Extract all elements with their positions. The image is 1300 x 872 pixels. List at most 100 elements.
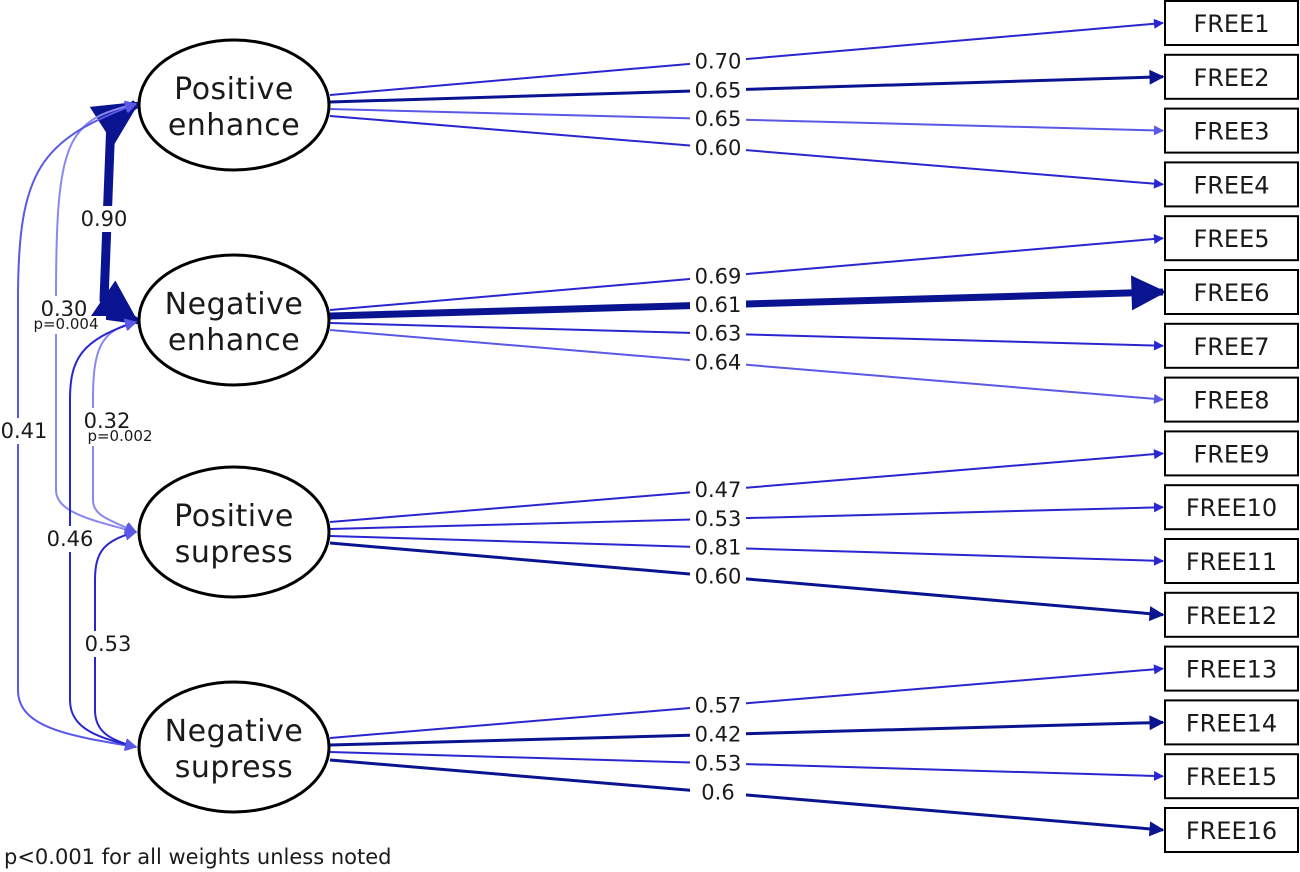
indicator-free2: FREE2 [1164, 53, 1299, 100]
indicator-free4: FREE4 [1164, 161, 1299, 208]
loading-ne-8: 0.64 [329, 329, 1164, 404]
loading-arrow [329, 751, 1164, 781]
loading-arrow [329, 108, 1164, 136]
loading-arrow [329, 715, 1165, 747]
covariance-p-bg [80, 428, 160, 446]
indicator-label: FREE15 [1186, 763, 1277, 791]
covariance-pe-ne: 0.90 [77, 100, 140, 326]
loading-label-bg [690, 750, 746, 775]
indicator-box [1164, 161, 1299, 208]
indicator-box [1164, 269, 1299, 315]
loading-label-bg [690, 721, 746, 746]
indicator-label: FREE7 [1193, 333, 1269, 361]
loading-label-bg [690, 263, 746, 288]
latent-factors: PositiveenhanceNegativeenhancePositivesu… [137, 38, 331, 814]
indicator-label: FREE10 [1186, 494, 1277, 522]
indicator-box [1164, 484, 1299, 531]
indicator-box [1164, 376, 1299, 423]
covariance-weight-label: 0.53 [85, 632, 132, 656]
loading-arrow [329, 329, 1164, 404]
loading-ns-15: 0.53 [329, 750, 1164, 781]
latent-factor-label: supress [175, 535, 294, 570]
indicator-box [1164, 215, 1299, 262]
indicator-free7: FREE7 [1164, 322, 1299, 369]
loading-weight-label: 0.57 [695, 694, 742, 718]
indicator-label: FREE2 [1193, 64, 1269, 92]
loading-ps-12: 0.60 [329, 541, 1165, 622]
latent-factor-label: enhance [168, 323, 300, 358]
loading-weight-label: 0.69 [695, 265, 742, 289]
loading-label-bg [690, 106, 746, 131]
loading-label-bg [690, 48, 746, 73]
covariance-pe-ns: 0.41 [0, 102, 138, 752]
loading-label-bg [690, 779, 746, 804]
loading-ns-16: 0.6 [329, 758, 1165, 837]
indicator-label: FREE9 [1193, 440, 1269, 468]
loading-arrow [329, 322, 1164, 351]
loading-label-bg [690, 320, 746, 345]
indicator-box [1164, 430, 1299, 477]
loading-weight-label: 0.63 [695, 322, 742, 346]
loading-weight-label: 0.6 [701, 781, 734, 805]
factor-loadings: 0.700.650.650.600.690.610.630.640.470.53… [329, 18, 1167, 837]
loading-arrow [329, 535, 1164, 566]
loading-arrow [329, 69, 1165, 104]
covariance-label-bg [0, 418, 51, 444]
loading-weight-label: 0.70 [695, 49, 742, 73]
indicator-box [1164, 538, 1299, 584]
indicator-box [1164, 0, 1299, 46]
loading-arrow [329, 758, 1165, 837]
loading-ns-14: 0.42 [329, 715, 1165, 747]
indicator-label: FREE5 [1193, 225, 1269, 253]
latent-ellipse [137, 465, 331, 599]
covariance-path-pe-ns [17, 102, 138, 752]
latent-factor-label: Positive [174, 72, 294, 107]
latent-factor-label: enhance [168, 108, 300, 143]
indicator-label: FREE6 [1193, 279, 1269, 307]
indicator-box [1164, 107, 1299, 154]
loading-ps-10: 0.53 [329, 502, 1164, 531]
indicator-label: FREE3 [1193, 118, 1269, 146]
indicator-label: FREE8 [1193, 387, 1269, 415]
indicator-free10: FREE10 [1164, 484, 1299, 531]
covariance-ps-ns: 0.53 [81, 528, 138, 750]
indicator-free13: FREE13 [1164, 645, 1299, 692]
loading-ne-7: 0.63 [329, 320, 1164, 351]
loading-pe-1: 0.70 [329, 18, 1164, 96]
covariance-label-bg [77, 206, 131, 232]
loading-ne-5: 0.69 [329, 233, 1164, 311]
covariance-label-bg [81, 631, 135, 657]
covariance-ne-ps: 0.32p=0.002 [80, 318, 160, 533]
indicator-free8: FREE8 [1164, 376, 1299, 423]
latent-factor-label: supress [175, 750, 294, 785]
indicator-free9: FREE9 [1164, 430, 1299, 477]
latent-ellipse [137, 38, 331, 172]
indicator-label: FREE16 [1186, 817, 1277, 845]
latent-factor-label: Negative [165, 714, 304, 749]
loading-weight-label: 0.53 [695, 751, 742, 775]
loading-pe-4: 0.60 [329, 115, 1164, 189]
loading-arrow [329, 233, 1164, 311]
loading-label-bg [690, 134, 746, 159]
loading-label-bg [690, 534, 746, 559]
loading-arrow [329, 541, 1165, 622]
loading-arrow [329, 115, 1164, 189]
loading-label-bg [690, 477, 746, 502]
indicator-label: FREE13 [1186, 656, 1277, 684]
loading-label-bg [690, 77, 746, 102]
covariance-ne-ns: 0.46 [43, 319, 138, 751]
indicator-label: FREE12 [1186, 602, 1277, 630]
loading-weight-label: 0.64 [695, 350, 742, 374]
loading-label-bg [690, 291, 746, 316]
covariance-p-value: p=0.002 [87, 427, 152, 445]
indicator-boxes: FREE1FREE2FREE3FREE4FREE5FREE6FREE7FREE8… [1164, 0, 1299, 853]
loading-weight-label: 0.65 [695, 107, 742, 131]
indicator-label: FREE11 [1186, 548, 1277, 576]
loading-weight-label: 0.47 [695, 478, 742, 502]
covariance-path-pe-ps [55, 100, 138, 536]
loading-weight-label: 0.60 [695, 564, 742, 588]
